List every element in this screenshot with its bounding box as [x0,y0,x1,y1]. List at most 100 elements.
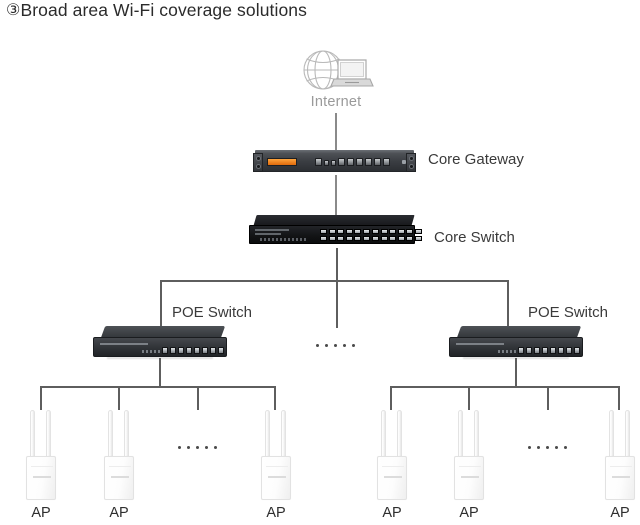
ap-logo [33,476,51,478]
ap-antenna-right [46,410,51,462]
ap-body [104,456,134,500]
ap-antenna-right [281,410,286,462]
gateway-display [267,158,297,166]
core-switch-port-block-1 [320,229,370,241]
core-switch-front-panel [249,225,422,244]
ap-antenna-right [124,410,129,462]
distribution-bus-ap-left [40,386,276,388]
poe-switch-right-label: POE Switch [528,304,609,321]
gateway-rack-ear-left [253,153,263,172]
ap-antenna-left [609,410,614,462]
page-title: ③Broad area Wi-Fi coverage solutions [6,0,307,21]
ap-label: AP [459,505,479,521]
ap-seam [610,466,632,467]
rack-screw-hole [410,157,413,160]
ellipsis-ap-right [528,446,567,449]
ap-label: AP [610,505,630,521]
ap-antenna-right [625,410,630,462]
gateway-port [315,158,322,166]
access-point-device [603,410,637,500]
link-ap-left-3 [274,386,276,410]
poe-switch-front-panel [93,337,227,357]
core-switch-port-block-2 [372,229,422,241]
link-core-switch-to-bus [336,248,338,281]
gateway-port [383,158,390,166]
ap-antenna-right [397,410,402,462]
globe-laptop-icon [303,50,374,90]
ellipsis-ap-left [178,446,217,449]
ap-logo [461,476,479,478]
link-bus-to-poe-switch-left [160,280,162,328]
ap-body [605,456,635,500]
gateway-status-led [402,160,406,164]
rack-screw-hole [257,157,260,160]
poe-switch-brand-text [100,343,148,345]
core-gateway-device [253,150,416,175]
ap-logo [384,476,402,478]
distribution-bus-ap-right [390,386,620,388]
ap-label: AP [109,505,129,521]
ap-antenna-left [458,410,463,462]
ap-body [26,456,56,500]
gateway-port-row [315,158,390,166]
ap-label: AP [31,505,51,521]
ap-antenna-left [30,410,35,462]
poe-switch-brand-text [456,343,504,345]
ap-label: AP [382,505,402,521]
core-gateway-label: Core Gateway [428,151,524,168]
core-switch-brand-text [255,229,297,237]
access-point-device [452,410,486,500]
access-point-device [375,410,409,500]
ap-logo [111,476,129,478]
gateway-port [324,160,329,166]
link-poe-left-to-ap-bus [159,358,161,387]
gateway-port [365,158,372,166]
access-point-device [24,410,58,500]
poe-switch-port-row [518,347,580,354]
gateway-rack-ear-right [406,153,416,172]
access-point-device [102,410,136,500]
rack-screw-hole [410,165,413,168]
gateway-port [347,158,354,166]
ap-seam [31,466,53,467]
link-bus-to-poe-switch-right [507,280,509,328]
gateway-port [356,158,363,166]
link-ap-right-3 [618,386,620,410]
ap-seam [266,466,288,467]
ap-logo [612,476,630,478]
title-marker: ③ [6,2,21,19]
poe-switch-front-panel [449,337,583,357]
ap-body [454,456,484,500]
ap-antenna-right [474,410,479,462]
gateway-port [331,160,336,166]
ap-seam [459,466,481,467]
ap-seam [382,466,404,467]
poe-switch-port-row [162,347,224,354]
distribution-bus-core [160,280,509,282]
ap-logo [268,476,286,478]
link-ap-right-placeholder [547,386,549,410]
title-text: Broad area Wi-Fi coverage solutions [20,0,307,20]
access-point-device [259,410,293,500]
link-ap-left-2 [118,386,120,410]
ellipsis-switch-row [316,344,355,347]
core-switch-label: Core Switch [434,229,515,246]
ap-body [261,456,291,500]
ap-antenna-left [108,410,113,462]
link-core-gateway-to-core-switch [335,175,337,217]
link-ap-left-1 [40,386,42,410]
link-ap-right-1 [390,386,392,410]
link-bus-center-drop [336,280,338,328]
ap-body [377,456,407,500]
core-switch-led-row [260,238,306,241]
rack-screw-hole [257,165,260,168]
poe-switch-left-label: POE Switch [172,304,253,321]
link-ap-right-2 [468,386,470,410]
core-switch-device [249,215,422,248]
internet-node: Internet [293,48,379,116]
link-ap-left-placeholder [197,386,199,410]
ap-antenna-left [381,410,386,462]
link-poe-right-to-ap-bus [515,358,517,387]
laptop-icon [330,59,374,87]
